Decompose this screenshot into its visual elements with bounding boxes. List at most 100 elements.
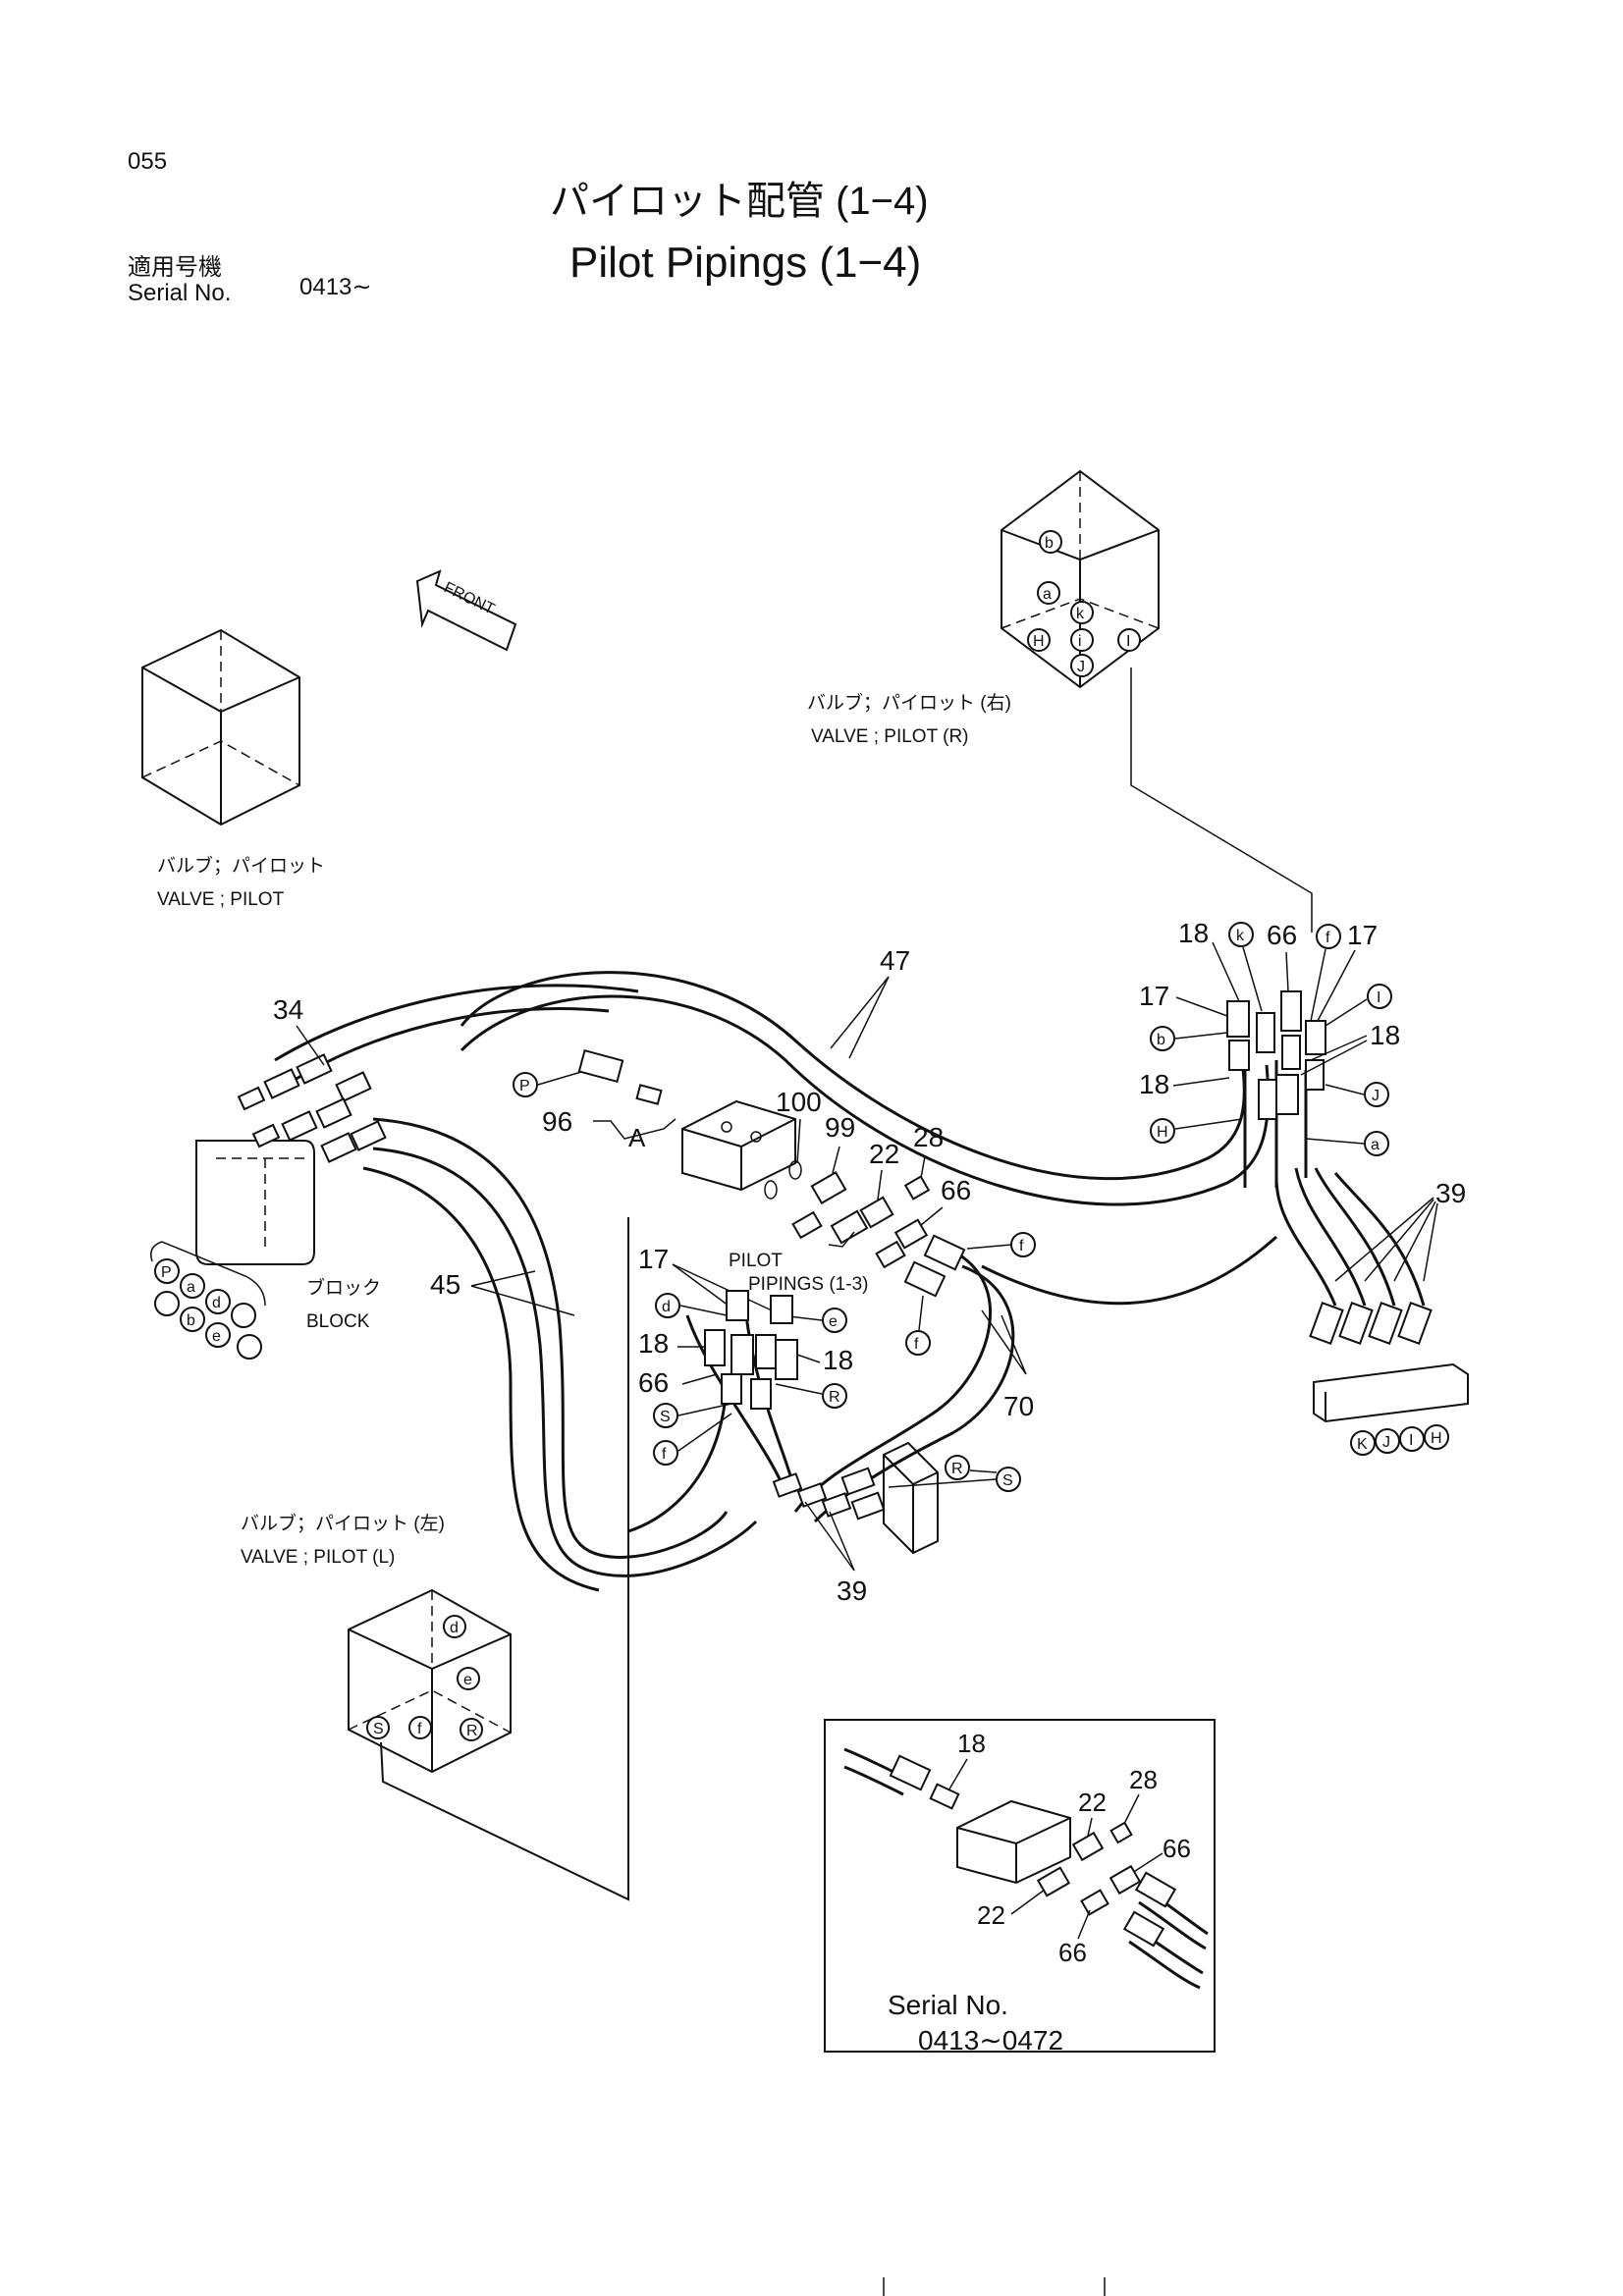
port-k-bottom: K: [1350, 1430, 1376, 1456]
svg-text:i: i: [1078, 633, 1082, 650]
pilot-pipings-ref-line2: PIPINGS (1-3): [748, 1274, 868, 1295]
part-39-lower: 39: [837, 1575, 867, 1606]
svg-text:P: P: [519, 1078, 530, 1095]
part-99: 99: [825, 1112, 855, 1143]
valve-pilot-r-label-ja: バルブ；パイロット (右): [807, 691, 1011, 714]
inset-part-28: 28: [1129, 1765, 1158, 1794]
svg-text:H: H: [1157, 1124, 1168, 1141]
leader-45: [470, 1270, 536, 1287]
port-b-right: b: [1150, 1026, 1175, 1051]
part-66-right: 66: [1267, 920, 1297, 950]
part-100: 100: [776, 1087, 822, 1117]
inset-serial-range: 0413∼0472: [918, 2025, 1063, 2056]
port-f-lower: f: [905, 1330, 931, 1356]
leader-valve-l: [380, 1217, 629, 1901]
port-s-l: S: [366, 1716, 390, 1739]
port-s-left: S: [653, 1403, 678, 1428]
valve-pilot-l-label-en: VALVE ; PILOT (L): [241, 1547, 395, 1568]
part-34: 34: [273, 994, 303, 1025]
manifold-right: [1313, 1362, 1469, 1423]
svg-text:a: a: [1371, 1137, 1380, 1153]
fitting-f-lower: [903, 1260, 947, 1298]
svg-text:H: H: [1431, 1430, 1442, 1447]
leader-valve-r: [1130, 667, 1313, 933]
svg-text:k: k: [1236, 928, 1245, 944]
svg-text:H: H: [1033, 633, 1045, 650]
leader-70: [981, 1309, 1027, 1375]
serial-label-english: Serial No.: [128, 280, 231, 306]
svg-text:a: a: [1043, 586, 1052, 603]
port-e-l: e: [457, 1667, 480, 1690]
part-18-right: 18: [1370, 1020, 1400, 1050]
pilot-pipings-ref-line1: PILOT: [729, 1251, 783, 1271]
part-45: 45: [430, 1269, 460, 1300]
svg-text:f: f: [914, 1336, 919, 1353]
part-18-left: 18: [638, 1328, 669, 1359]
fitting-p: [577, 1048, 624, 1084]
port-l-r: I: [1117, 628, 1141, 652]
inset-manifold: [956, 1799, 1071, 1885]
hose-45: [362, 1117, 758, 1592]
port-d-l: d: [443, 1615, 466, 1638]
svg-text:R: R: [829, 1389, 840, 1406]
port-j-bottom: J: [1375, 1428, 1400, 1454]
leader-47: [830, 976, 890, 1049]
svg-text:S: S: [660, 1409, 671, 1425]
svg-text:e: e: [463, 1672, 472, 1688]
manifold-lower: [883, 1441, 939, 1555]
part-96: 96: [542, 1106, 572, 1137]
leader-96: [593, 1118, 676, 1140]
leader-39-right: [1334, 1197, 1438, 1282]
svg-text:I: I: [1126, 633, 1130, 650]
part-17-right: 17: [1139, 981, 1169, 1011]
port-f-right: f: [1316, 924, 1341, 949]
inset-serial-label: Serial No.: [888, 1990, 1008, 2020]
svg-text:b: b: [1157, 1032, 1165, 1048]
svg-text:I: I: [1409, 1432, 1413, 1449]
valve-pilot-l-box: [348, 1588, 512, 1774]
svg-text:J: J: [1077, 659, 1085, 675]
port-j-right: J: [1364, 1082, 1389, 1107]
inset-part-66a: 66: [1163, 1834, 1191, 1863]
part-22: 22: [869, 1139, 899, 1169]
svg-text:d: d: [662, 1299, 671, 1315]
page-number: 055: [128, 148, 167, 175]
port-f-left: f: [653, 1440, 678, 1466]
svg-text:I: I: [1377, 989, 1380, 1006]
svg-text:e: e: [829, 1313, 838, 1330]
fitting-f-upper: [923, 1234, 966, 1271]
svg-text:f: f: [662, 1446, 667, 1463]
valve-pilot-box: [141, 628, 300, 827]
port-f-l: f: [408, 1716, 432, 1739]
valve-pilot-label-en: VALVE ; PILOT: [157, 889, 285, 910]
part-70: 70: [1003, 1391, 1034, 1421]
port-i-bottom: I: [1399, 1426, 1425, 1452]
inset-frame: [824, 1719, 1216, 2053]
leader-pilot-ref: [828, 1231, 855, 1248]
svg-text:S: S: [373, 1721, 384, 1737]
inset-part-18: 18: [957, 1729, 986, 1758]
serial-value: 0413∼: [299, 274, 372, 300]
port-a-r: a: [1037, 581, 1060, 605]
fittings-39-lower: [772, 1467, 886, 1521]
port-b-r: b: [1039, 530, 1062, 554]
svg-text:d: d: [212, 1295, 221, 1311]
port-h-r: H: [1027, 628, 1051, 652]
part-18-left-right: 18: [823, 1345, 853, 1375]
port-r-l: R: [460, 1718, 483, 1741]
port-k-right: k: [1228, 922, 1254, 947]
valve-pilot-r-label-en: VALVE ; PILOT (R): [811, 726, 969, 747]
part-28: 28: [913, 1122, 944, 1152]
hose-39-right: [1274, 1167, 1426, 1307]
part-18-right-top: 18: [1178, 918, 1209, 948]
part-66-center: 66: [941, 1175, 971, 1205]
detail-a-label: A: [628, 1123, 646, 1152]
fittings-34: [237, 1053, 387, 1163]
port-j-r: J: [1070, 654, 1094, 677]
svg-text:b: b: [187, 1312, 195, 1329]
inset-part-66b: 66: [1058, 1938, 1087, 1967]
port-s-lower: S: [996, 1467, 1021, 1492]
serial-label-japanese: 適用号機: [128, 254, 222, 281]
fittings-39-right: [1309, 1302, 1433, 1345]
port-k-r: k: [1070, 601, 1094, 624]
